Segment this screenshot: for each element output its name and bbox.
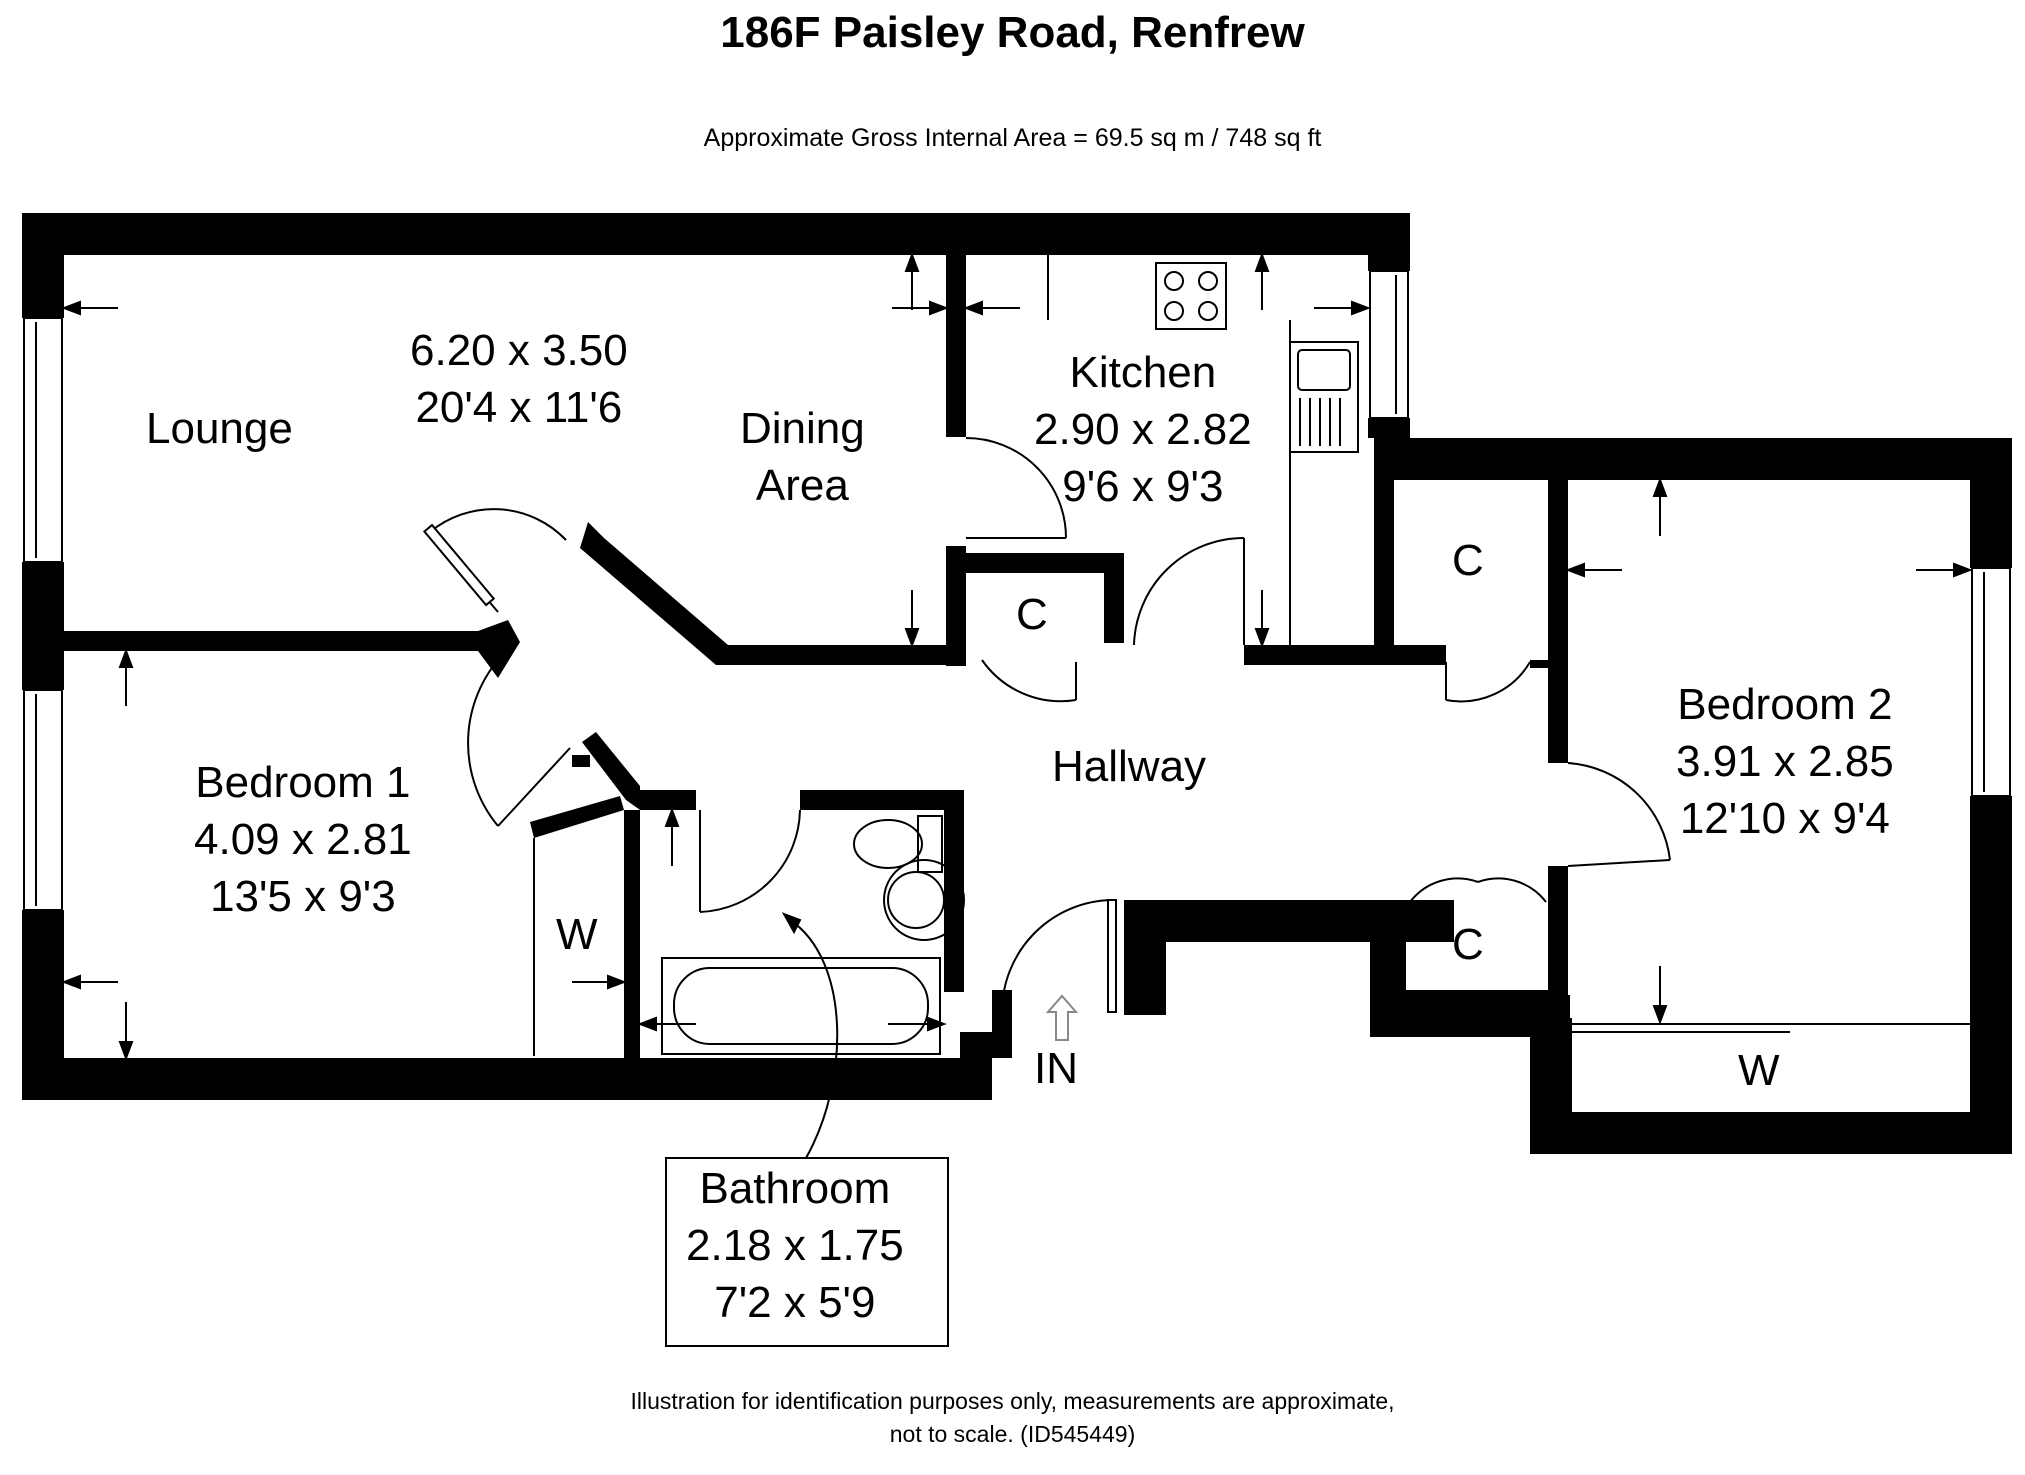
room-label-kitchen: Kitchen 2.90 x 2.82 9'6 x 9'3 — [1034, 344, 1252, 516]
room-name: Bathroom — [699, 1164, 891, 1213]
bathroom-fixtures — [661, 815, 965, 1055]
room-label-bedroom-2: Bedroom 2 3.91 x 2.85 12'10 x 9'4 — [1676, 676, 1894, 848]
dimension-imperial: 13'5 x 9'3 — [210, 872, 396, 922]
room-name: Area — [755, 461, 849, 511]
dimension-imperial: 9'6 x 9'3 — [1062, 462, 1224, 512]
dimension-imperial: 12'10 x 9'4 — [1679, 794, 1890, 844]
dimension-metric: 2.90 x 2.82 — [1034, 405, 1252, 455]
room-name: Lounge — [146, 404, 293, 453]
dimension-metric: 6.20 x 3.50 — [410, 326, 628, 375]
wardrobe-label-bedroom-2: W — [1738, 1046, 1780, 1095]
dimension-imperial: 7'2 x 5'9 — [714, 1278, 876, 1328]
wardrobe-label-bedroom-1: W — [556, 910, 598, 959]
dimension-metric: 2.18 x 1.75 — [686, 1221, 904, 1271]
room-name: Dining — [740, 404, 865, 453]
disclaimer-line-1: Illustration for identification purposes… — [630, 1388, 1395, 1414]
dimension-metric: 4.09 x 2.81 — [194, 815, 412, 865]
room-label-bathroom: Bathroom 2.18 x 1.75 7'2 x 5'9 — [686, 1160, 904, 1332]
room-name: Kitchen — [1069, 348, 1217, 397]
windows — [23, 270, 2011, 911]
kitchen-fixtures — [1047, 255, 1359, 645]
dimension-imperial: 20'4 x 11'6 — [415, 383, 623, 433]
walls — [22, 213, 2012, 1154]
room-label-lounge: Lounge — [146, 400, 293, 457]
cupboard-label-kitchen: C — [1016, 590, 1048, 639]
cupboard-label-hall-bottom: C — [1452, 920, 1484, 969]
room-name: Hallway — [1052, 742, 1207, 791]
disclaimer-line-2: not to scale. (ID545449) — [889, 1421, 1136, 1448]
dimension-arrows — [61, 252, 1973, 1061]
room-label-bedroom-1: Bedroom 1 4.09 x 2.81 13'5 x 9'3 — [194, 754, 412, 926]
bathroom-callout — [665, 912, 949, 1347]
room-name: Bedroom 2 — [1677, 680, 1893, 729]
doors — [422, 437, 1970, 1056]
entrance-label: IN — [1034, 1044, 1078, 1093]
dimension-metric: 3.91 x 2.85 — [1676, 737, 1894, 787]
cupboard-label-hall-top: C — [1452, 536, 1484, 585]
room-label-hallway: Hallway — [1052, 738, 1206, 795]
plan-title: 186F Paisley Road, Renfrew — [720, 8, 1305, 57]
room-name: Bedroom 1 — [195, 758, 411, 807]
disclaimer: Illustration for identification purposes… — [0, 1385, 2025, 1452]
gross-internal-area: Approximate Gross Internal Area = 69.5 s… — [703, 124, 1322, 152]
entrance-arrow-icon — [1045, 994, 1079, 1041]
room-label-dining: Dining Area — [740, 400, 865, 514]
room-dimensions-lounge: 6.20 x 3.50 20'4 x 11'6 — [410, 322, 628, 436]
